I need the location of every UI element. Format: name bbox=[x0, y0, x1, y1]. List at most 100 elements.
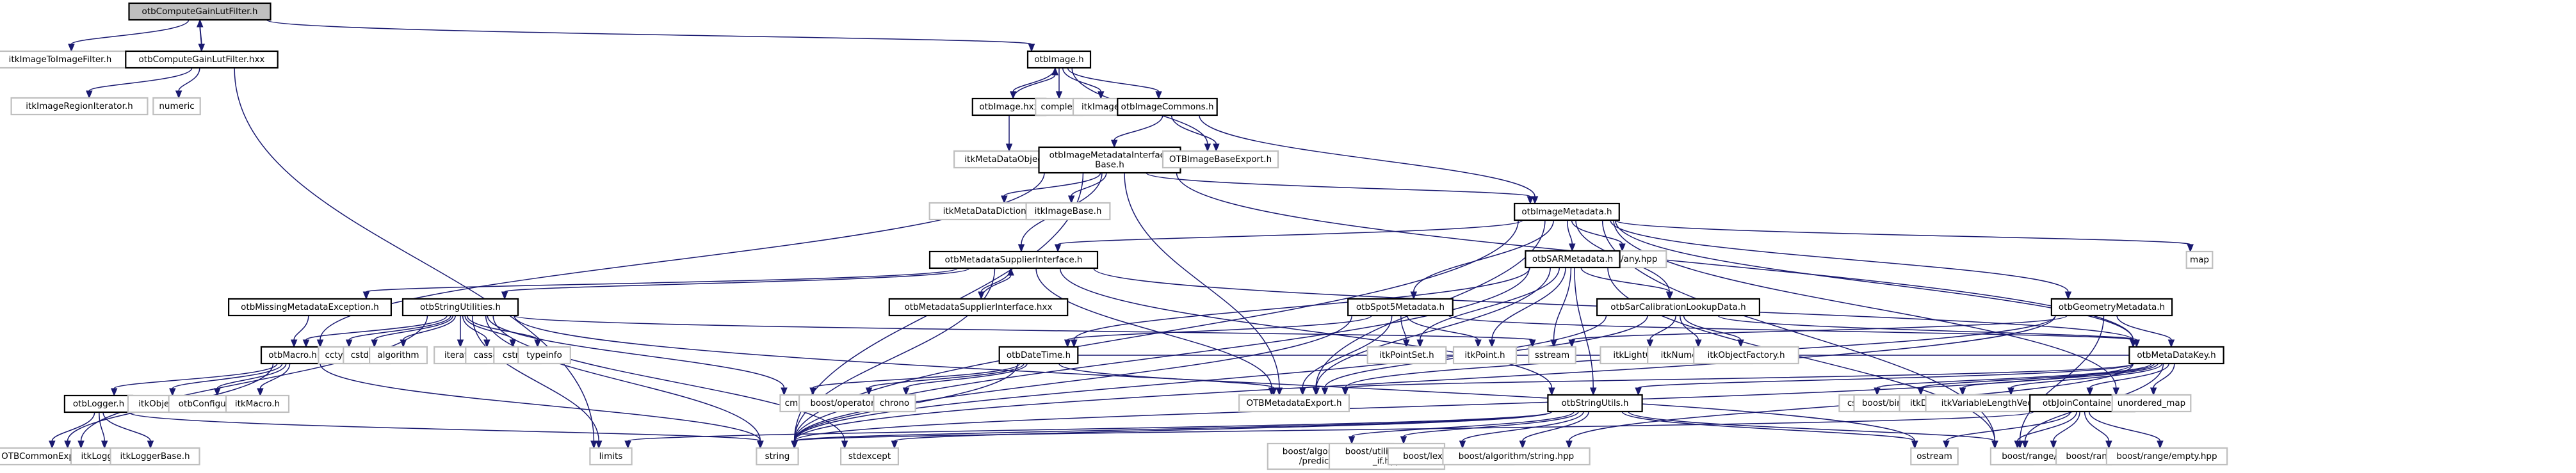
edge-otbStringUtilities-to-cctype bbox=[345, 315, 451, 348]
node-otb-logger[interactable]: otbLogger.h bbox=[63, 394, 134, 413]
node-otb-date-time[interactable]: otbDateTime.h bbox=[998, 346, 1079, 365]
edge-line bbox=[1171, 115, 1217, 145]
edge-line bbox=[102, 412, 151, 442]
edge-otbSARMetadata-to-OTBMetadataExport bbox=[1313, 267, 1551, 396]
edge-otbStringUtilities-to-stdexcept bbox=[492, 315, 848, 449]
node-otb-missing-metadata-exception[interactable]: otbMissingMetadataException.h bbox=[228, 298, 393, 317]
arrowhead-icon bbox=[257, 388, 264, 397]
node-otb-geometry-metadata[interactable]: otbGeometryMetadata.h bbox=[2050, 298, 2173, 317]
edge-line bbox=[2088, 411, 2161, 442]
node-label: OTBMetadataExport.h bbox=[1246, 398, 1341, 408]
edge-line bbox=[1057, 220, 1523, 245]
edge-line bbox=[905, 363, 1028, 389]
arrowhead-icon bbox=[1531, 196, 1539, 205]
edge-line bbox=[472, 315, 599, 442]
edge-otbImage-to-itkImage bbox=[1062, 67, 1105, 100]
edge-line bbox=[2153, 363, 2175, 389]
arrowhead-icon bbox=[1204, 143, 1211, 152]
arrowhead-icon bbox=[213, 388, 221, 397]
edge-otbJoinContainer-to-boostempty bbox=[2088, 411, 2164, 449]
node-otb-macro[interactable]: otbMacro.h bbox=[260, 346, 325, 365]
node-box bbox=[2105, 447, 2228, 466]
edge-otbSARMetadata-to-otbDateTime bbox=[1071, 267, 1531, 348]
edge-otbImageMetadata-to-map bbox=[1615, 220, 2194, 253]
edge-otbStringUtilities-to-cstdarg bbox=[371, 315, 454, 348]
edge-line bbox=[1351, 411, 1575, 437]
node-otb-string-utilities[interactable]: otbStringUtilities.h bbox=[401, 298, 519, 317]
edge-line bbox=[1574, 267, 1594, 389]
edge-line bbox=[1413, 220, 1554, 293]
edge-otbStringUtilities-to-otbMacro bbox=[302, 315, 448, 348]
node-itk-image-base: itkImageBase.h bbox=[1025, 202, 1111, 221]
edge-line bbox=[216, 363, 287, 389]
node-label: otbImage.hxx bbox=[979, 102, 1039, 112]
node-box bbox=[1693, 346, 1799, 365]
edge-otbSpot5Metadata-to-otbDateTime bbox=[1064, 315, 1372, 348]
node-otb-sar-calib[interactable]: otbSarCalibrationLookupData.h bbox=[1596, 298, 1761, 317]
edge-otbMacro-to-itkObject bbox=[169, 363, 283, 397]
edge-imib-to-itkMetaDataDictionary bbox=[1001, 172, 1101, 204]
edge-line bbox=[793, 315, 2056, 442]
node-root[interactable]: otbComputeGainLutFilter.h bbox=[128, 2, 271, 21]
node-label: itkImageRegionIterator.h bbox=[26, 101, 133, 111]
edge-line bbox=[1945, 411, 2071, 442]
edge-line bbox=[812, 363, 1020, 389]
edge-line bbox=[1114, 115, 1163, 141]
edge-line bbox=[366, 268, 958, 293]
node-otb-spot5-metadata[interactable]: otbSpot5Metadata.h bbox=[1347, 298, 1454, 317]
node-label: otbImageCommons.h bbox=[1121, 102, 1213, 112]
node-boostempty: boost/range/empty.hpp bbox=[2105, 447, 2228, 466]
edge-line bbox=[1124, 172, 1280, 389]
edge-otbDateTime-to-cmath bbox=[809, 363, 1020, 396]
arrowhead-icon bbox=[1416, 339, 1423, 348]
node-unordered_map: unordered_map bbox=[2111, 394, 2192, 413]
arrowhead-icon bbox=[1213, 143, 1220, 152]
arrowhead-icon bbox=[1017, 244, 1025, 253]
edge-otbMacro-to-string bbox=[320, 363, 764, 449]
arrowhead-icon bbox=[302, 339, 310, 348]
arrowhead-icon bbox=[1001, 195, 1008, 204]
edge-otbMetaDataKey-to-unordered_map bbox=[2150, 363, 2175, 396]
arrowhead-icon bbox=[1666, 291, 1674, 300]
node-otb-imagehxx[interactable]: otbImage.hxx bbox=[971, 97, 1047, 116]
node-label: limits bbox=[599, 451, 623, 461]
edge-cglhxx-to-limits bbox=[234, 67, 597, 449]
node-label: boost/range/empty.hpp bbox=[2116, 451, 2217, 461]
edge-line bbox=[504, 268, 970, 293]
node-box bbox=[1026, 50, 1092, 69]
edge-otbImageMetadata-to-string bbox=[791, 220, 1519, 449]
arrowhead-icon bbox=[1635, 387, 1642, 396]
edge-msi-to-otbStringUtils bbox=[1059, 268, 1555, 396]
node-cglhxx[interactable]: otbComputeGainLutFilter.hxx bbox=[125, 50, 279, 69]
edge-line bbox=[1649, 315, 1676, 341]
node-box bbox=[63, 394, 134, 413]
edge-root-to-itkImageToImageFilter bbox=[68, 19, 190, 52]
node-msi[interactable]: otbMetadataSupplierInterface.h bbox=[928, 250, 1099, 269]
node-label: otbStringUtils.h bbox=[1562, 398, 1629, 408]
arrowhead-icon bbox=[101, 440, 108, 449]
edge-otbStringUtils-to-limits bbox=[624, 411, 1553, 449]
node-otb-string-utils[interactable]: otbStringUtils.h bbox=[1547, 394, 1643, 413]
node-boostalgstring: boost/algorithm/string.hpp bbox=[1442, 447, 1591, 466]
node-msihxx[interactable]: otbMetadataSupplierInterface.hxx bbox=[888, 298, 1069, 317]
node-otb-image-metadata[interactable]: otbImageMetadata.h bbox=[1514, 202, 1620, 221]
edge-line bbox=[172, 363, 283, 389]
edge-line bbox=[1406, 315, 1479, 341]
edge-line bbox=[1071, 172, 1107, 196]
arrowhead-icon bbox=[2187, 244, 2194, 253]
arrowhead-icon bbox=[1519, 440, 1527, 449]
edge-otbMetaDataKey-to-otbJoinContainer bbox=[2086, 363, 2169, 396]
node-otb-image-commons[interactable]: otbImageCommons.h bbox=[1117, 97, 1218, 116]
edge-line bbox=[320, 363, 761, 442]
edge-line bbox=[485, 315, 761, 442]
arrowhead-icon bbox=[86, 90, 93, 99]
node-otb-image[interactable]: otbImage.h bbox=[1026, 50, 1092, 69]
node-otb-s-a-r-metadata[interactable]: otbSARMetadata.h bbox=[1525, 250, 1621, 269]
edge-otbSARMetadata-to-otbSarCalib bbox=[1580, 267, 1674, 300]
node-otb-meta-data-key[interactable]: otbMetaDataKey.h bbox=[2128, 346, 2224, 365]
node-label: otbMissingMetadataException.h bbox=[241, 302, 379, 312]
edge-otbImagehxx-to-itkMetaDataObject bbox=[1005, 115, 1013, 152]
edge-line bbox=[51, 412, 95, 442]
